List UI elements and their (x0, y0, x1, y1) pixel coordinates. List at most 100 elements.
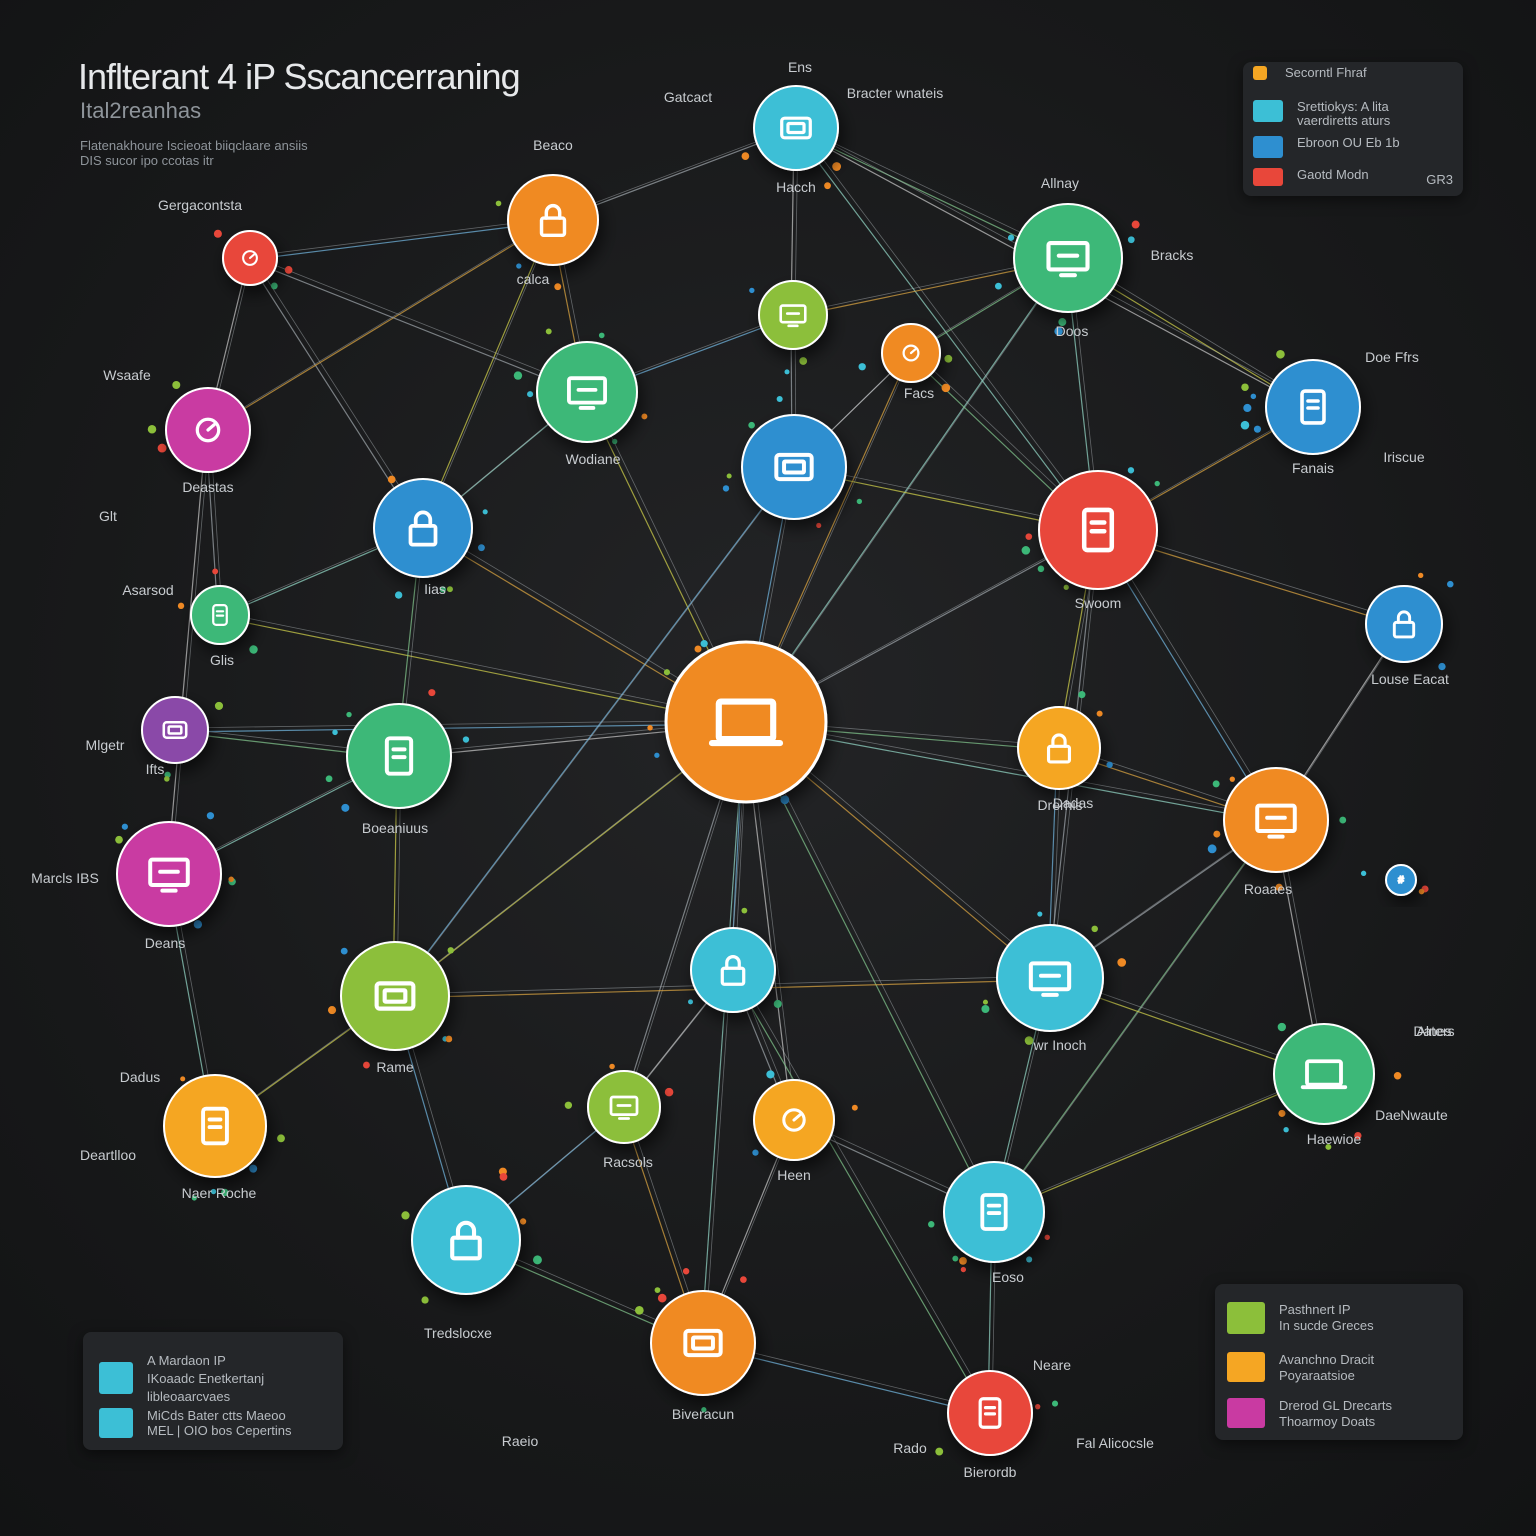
node-circle[interactable] (587, 1070, 661, 1144)
network-node[interactable] (411, 1185, 521, 1295)
network-node[interactable] (222, 230, 278, 286)
decor-dot (741, 907, 748, 914)
network-link (995, 817, 1279, 1211)
decor-dot (1418, 572, 1424, 579)
network-node[interactable] (947, 1370, 1033, 1456)
decor-dot (1078, 691, 1086, 699)
network-node[interactable] (753, 1079, 835, 1161)
decor-dot (722, 485, 730, 492)
network-link (247, 259, 422, 531)
decor-dot (277, 1134, 285, 1143)
network-node[interactable] (507, 174, 599, 266)
legend-item: A Mardaon IP IKoaadc Enetkertanj libleoa… (99, 1352, 264, 1406)
network-node[interactable]: # (1385, 864, 1417, 896)
node-circle[interactable] (536, 341, 638, 443)
legend-label: MiCds Bater ctts Maeoo MEL | OIO bos Cep… (147, 1408, 292, 1438)
node-circle[interactable] (1017, 706, 1101, 790)
network-node[interactable] (664, 640, 828, 804)
node-circle[interactable] (664, 640, 828, 804)
network-node[interactable] (1265, 359, 1361, 455)
node-circle[interactable] (1365, 585, 1443, 663)
node-circle[interactable] (507, 174, 599, 266)
decor-dot (1229, 776, 1235, 782)
node-label: Heen (777, 1167, 810, 1183)
network-node[interactable] (753, 85, 839, 171)
network-node[interactable] (996, 924, 1104, 1032)
network-node[interactable] (373, 478, 473, 578)
node-circle[interactable] (741, 414, 847, 520)
floating-label: Fal Alicocsle (1076, 1435, 1154, 1451)
decor-dot (564, 1101, 573, 1109)
node-label: Wodiane (565, 451, 620, 467)
decor-dot (121, 823, 128, 830)
node-circle[interactable] (753, 85, 839, 171)
network-node[interactable] (141, 696, 209, 764)
network-node[interactable] (587, 1070, 661, 1144)
network-node[interactable] (758, 280, 828, 350)
node-label: Glis (210, 652, 234, 668)
network-node[interactable] (165, 387, 251, 473)
floating-label: Glt (99, 508, 117, 524)
monitor-icon (148, 857, 190, 893)
node-circle[interactable] (411, 1185, 521, 1295)
phone-icon (978, 1397, 1002, 1429)
network-node[interactable] (741, 414, 847, 520)
decor-dot (700, 640, 708, 648)
network-node[interactable] (881, 323, 941, 383)
decor-dot (445, 1035, 453, 1043)
node-circle[interactable] (690, 927, 776, 1013)
floating-label: Gatcact (664, 89, 712, 105)
node-circle[interactable] (1273, 1023, 1375, 1125)
decor-dot (1283, 1127, 1289, 1133)
node-circle[interactable] (758, 280, 828, 350)
network-node[interactable] (1365, 585, 1443, 663)
decor-dot (856, 498, 863, 505)
network-node[interactable] (190, 585, 250, 645)
network-link (170, 427, 211, 873)
network-node[interactable] (536, 341, 638, 443)
node-circle[interactable] (996, 924, 1104, 1032)
decor-dot (1034, 1403, 1041, 1410)
decor-dot (858, 363, 866, 371)
network-node[interactable] (690, 927, 776, 1013)
node-circle[interactable] (1013, 203, 1123, 313)
decor-dot (824, 182, 831, 190)
decor-dot (340, 947, 348, 955)
network-node[interactable] (1273, 1023, 1375, 1125)
network-node[interactable] (1017, 706, 1101, 790)
node-circle[interactable] (141, 696, 209, 764)
node-label: Iias (424, 581, 446, 597)
node-circle[interactable] (650, 1290, 756, 1396)
network-node[interactable] (1038, 470, 1158, 590)
network-node[interactable] (116, 821, 222, 927)
node-label: Racsols (603, 1154, 653, 1170)
nodes-layer: # (116, 85, 1443, 1456)
network-node[interactable] (163, 1074, 267, 1178)
hash-icon: # (1397, 874, 1405, 887)
node-circle[interactable] (1385, 864, 1417, 896)
network-node[interactable] (346, 703, 452, 809)
decor-dot (1360, 870, 1367, 877)
decor-dot (1354, 1131, 1362, 1140)
floating-label: Bracter wnateis (847, 85, 943, 101)
decor-dot (832, 162, 842, 171)
node-circle[interactable] (116, 821, 222, 927)
network-link (221, 612, 749, 721)
network-link (172, 723, 745, 733)
decor-dot (928, 1221, 935, 1228)
node-circle[interactable] (340, 941, 450, 1051)
device-icon (780, 116, 812, 140)
decor-dot (249, 1164, 258, 1173)
legend-swatch (1253, 136, 1283, 158)
node-label: Dadas (1053, 795, 1093, 811)
network-node[interactable] (340, 941, 450, 1051)
node-circle[interactable] (1223, 767, 1329, 873)
node-circle[interactable] (373, 478, 473, 578)
network-node[interactable] (650, 1290, 756, 1396)
network-node[interactable] (1223, 767, 1329, 873)
network-node[interactable] (943, 1161, 1045, 1263)
decor-dot (1418, 888, 1425, 895)
network-node[interactable] (1013, 203, 1123, 313)
legend-bottom-left: A Mardaon IP IKoaadc Enetkertanj libleoa… (83, 1332, 343, 1450)
decor-dot (1051, 1400, 1059, 1407)
